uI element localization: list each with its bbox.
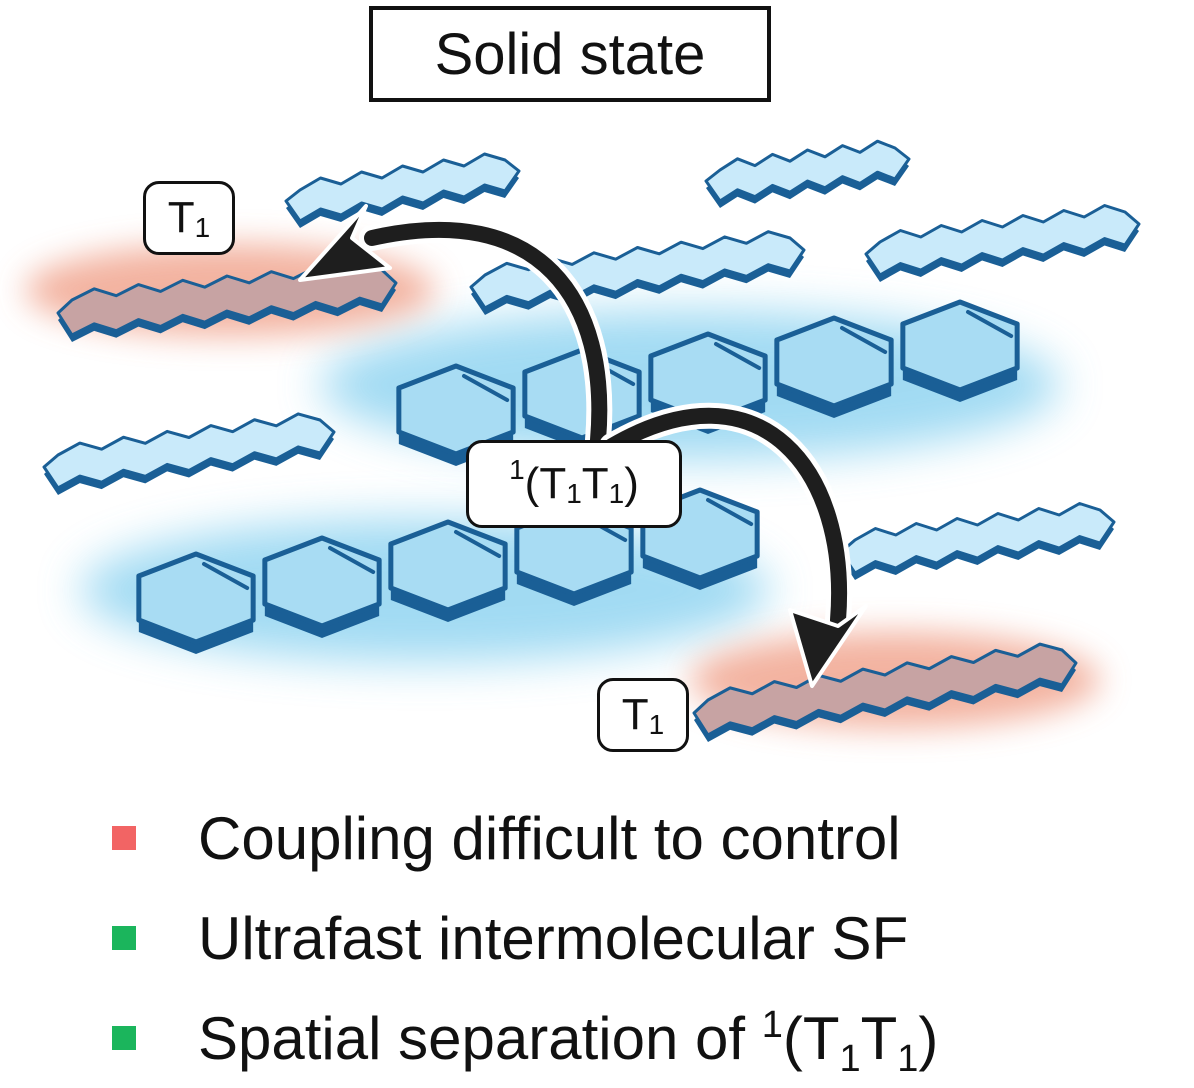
- red-square-bullet-icon: [112, 826, 136, 850]
- triplet-label-bottom-main: T: [621, 690, 649, 739]
- green-square-bullet-icon: [112, 1026, 136, 1050]
- triplet-arrows: [298, 204, 868, 688]
- legend-separation-text: Spatial separation of: [198, 1004, 762, 1072]
- legend: Coupling difficult to control Ultrafast …: [112, 788, 938, 1088]
- triplet-pair-sub2: 1: [608, 478, 625, 509]
- legend-text-separation: Spatial separation of 1(T1T1): [198, 1003, 939, 1080]
- triplet-pair-close: ): [624, 459, 639, 508]
- legend-text-coupling: Coupling difficult to control: [198, 804, 901, 872]
- chain-triplet-top: [56, 261, 398, 342]
- triplet-pair-open: (T: [524, 459, 567, 508]
- triplet-pair-sub1: 1: [566, 478, 582, 509]
- triplet-label-top-main: T: [167, 193, 195, 242]
- triplet-label-bottom-sub: 1: [648, 709, 665, 740]
- legend-separation-close: ): [918, 1004, 939, 1072]
- chain-right: [864, 204, 1141, 282]
- legend-separation-mid: T: [860, 1004, 898, 1072]
- green-square-bullet-icon: [112, 926, 136, 950]
- chain-right-lower: [839, 502, 1116, 580]
- title-text: Solid state: [434, 21, 706, 87]
- arrow-to-top-triplet: [298, 204, 613, 453]
- chain-top-1: [284, 152, 521, 228]
- solid-state-title: Solid state: [369, 6, 771, 102]
- legend-separation-open: (T: [782, 1004, 840, 1072]
- legend-separation-sub2: 1: [897, 1037, 919, 1080]
- chain-top-2: [704, 139, 911, 208]
- legend-text-ultrafast: Ultrafast intermolecular SF: [198, 904, 909, 972]
- arrow-to-bottom-triplet: [599, 402, 868, 688]
- acene-chains: [42, 139, 1141, 742]
- chain-left: [42, 412, 336, 495]
- legend-separation-sub1: 1: [839, 1037, 861, 1080]
- triplet-pair-sup: 1: [509, 454, 525, 485]
- triplet-pair-mid: T: [581, 459, 609, 508]
- legend-item-coupling: Coupling difficult to control: [112, 788, 938, 888]
- legend-item-separation: Spatial separation of 1(T1T1): [112, 988, 938, 1088]
- legend-item-ultrafast: Ultrafast intermolecular SF: [112, 888, 938, 988]
- legend-separation-sup: 1: [761, 1003, 783, 1046]
- central-acenes: [136, 299, 1020, 654]
- triplet-label-top-sub: 1: [194, 212, 211, 243]
